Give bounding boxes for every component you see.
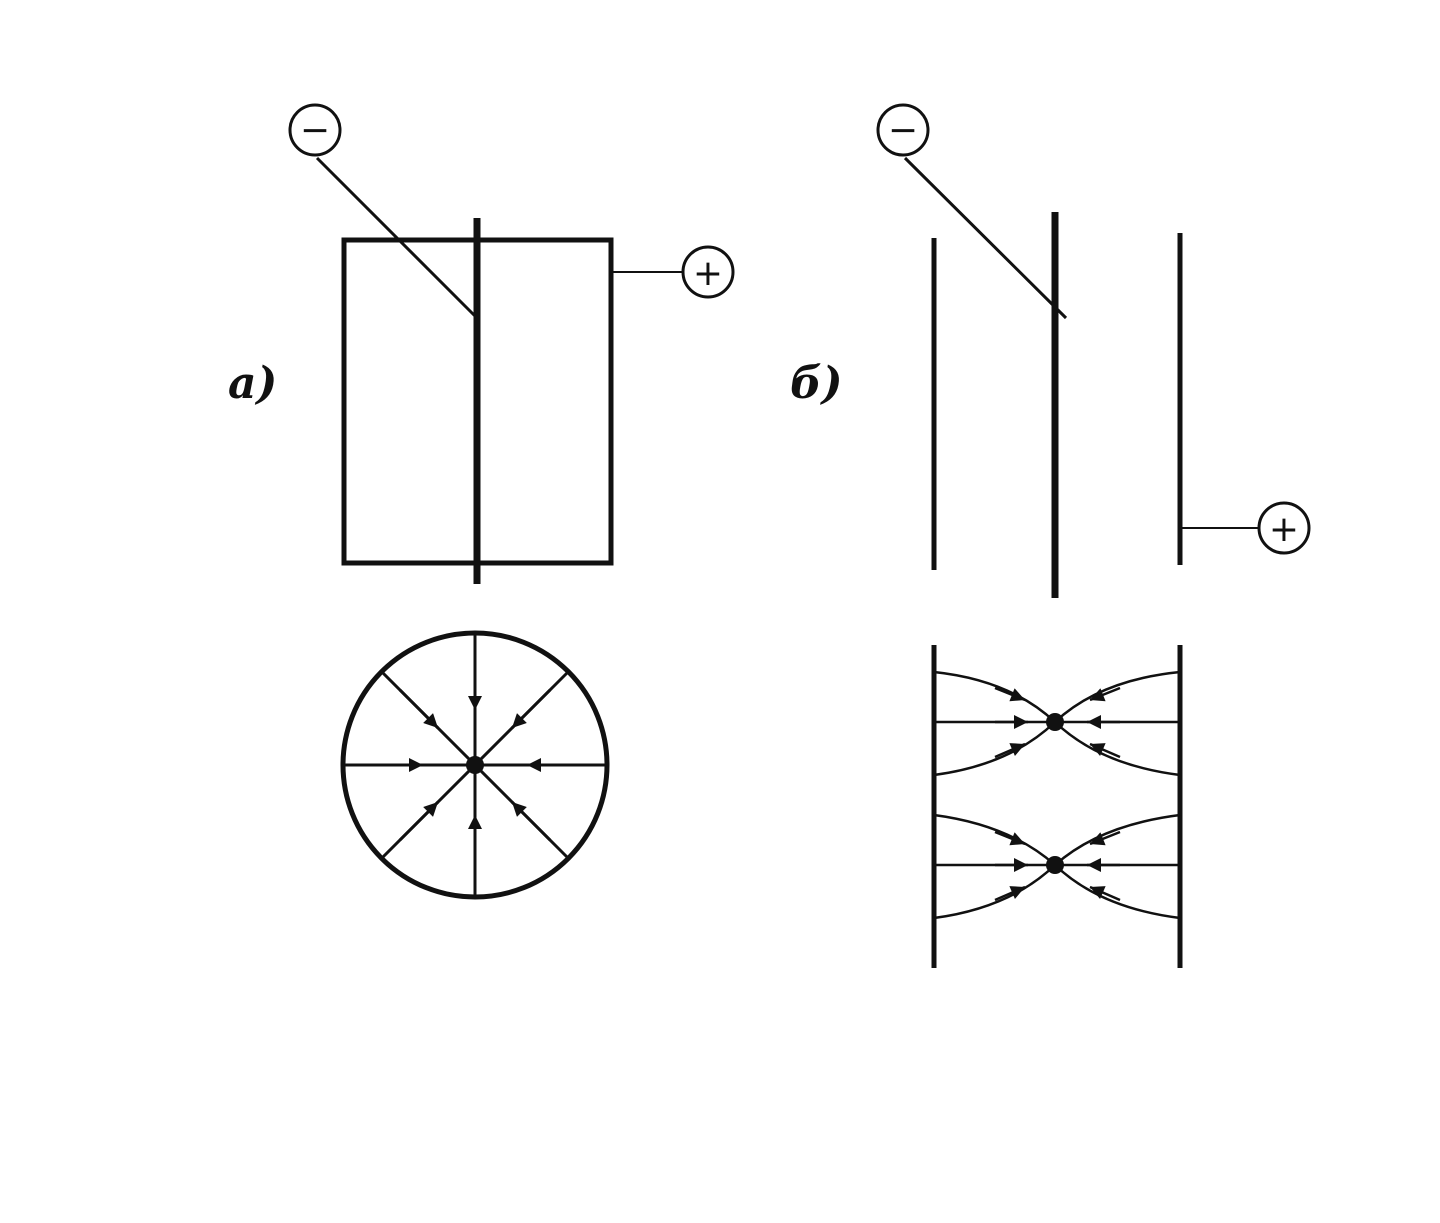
panel-a-label: а)	[228, 358, 277, 409]
positive-sign: +	[693, 253, 723, 294]
panel-b-upper-wire-section	[1046, 713, 1064, 731]
panel-a-negative-lead	[315, 156, 479, 320]
panel-b-lower-wire-section	[1046, 856, 1064, 874]
positive-sign: +	[1269, 509, 1299, 550]
panel-b-negative-lead	[903, 156, 1068, 320]
panel-a: а) − +	[228, 103, 735, 900]
negative-sign: −	[300, 110, 330, 151]
panel-a-positive-terminal: +	[681, 245, 735, 299]
panel-a-wire-section	[466, 756, 484, 774]
panel-b-negative-terminal: −	[876, 103, 930, 157]
panel-b-positive-terminal: +	[1257, 501, 1311, 555]
panel-b: б) − +	[790, 103, 1311, 968]
panel-a-negative-terminal: −	[288, 103, 342, 157]
negative-sign: −	[888, 110, 918, 151]
panel-b-label: б)	[790, 358, 843, 409]
